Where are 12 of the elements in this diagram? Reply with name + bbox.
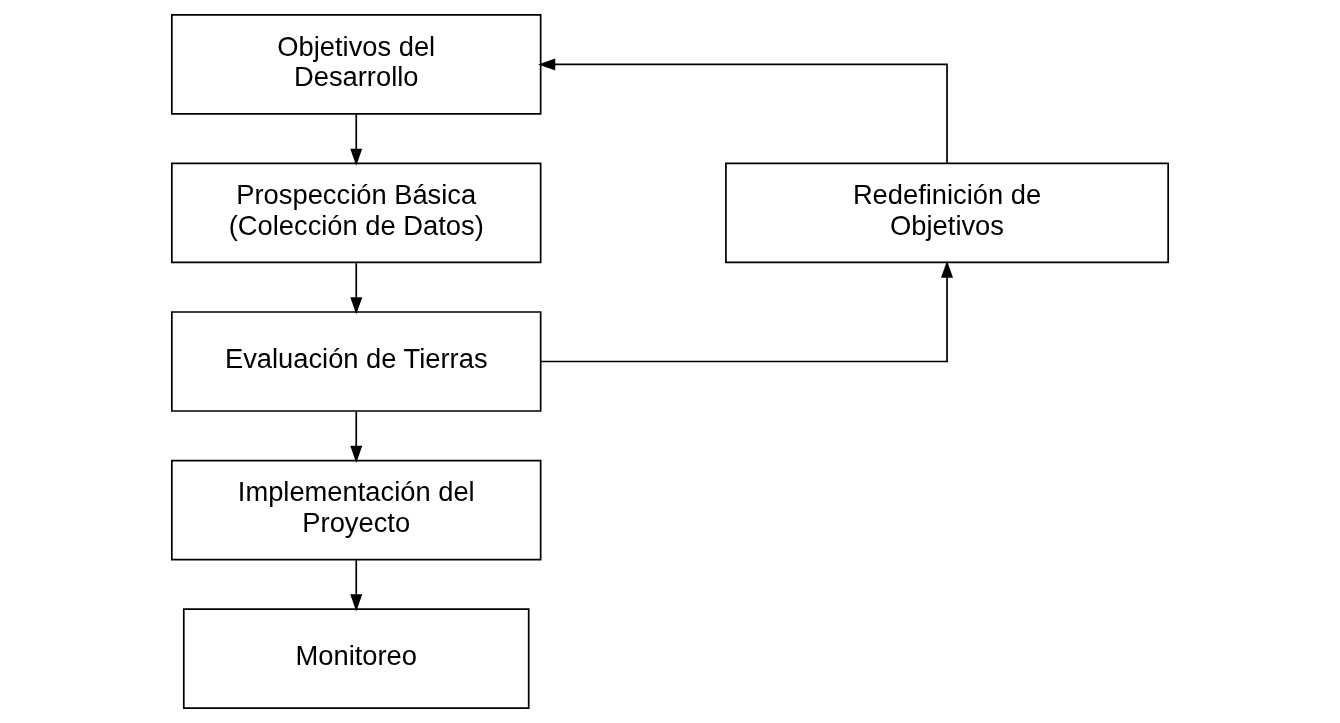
node-box: Implementación del Proyecto	[170, 459, 542, 561]
arrow	[539, 260, 954, 363]
arrow	[350, 113, 363, 166]
arrow	[350, 262, 363, 315]
node-box: Evaluación de Tierras	[170, 311, 542, 412]
node-box: Redefinición de Objetivos	[725, 162, 1170, 264]
arrow	[350, 410, 363, 463]
arrow	[538, 58, 948, 164]
node-box: Monitoreo	[182, 608, 530, 709]
node-box: Objetivos del Desarrollo	[170, 14, 542, 115]
arrow	[350, 559, 363, 612]
node-box: Prospección Básica (Colección de Datos)	[170, 162, 542, 264]
